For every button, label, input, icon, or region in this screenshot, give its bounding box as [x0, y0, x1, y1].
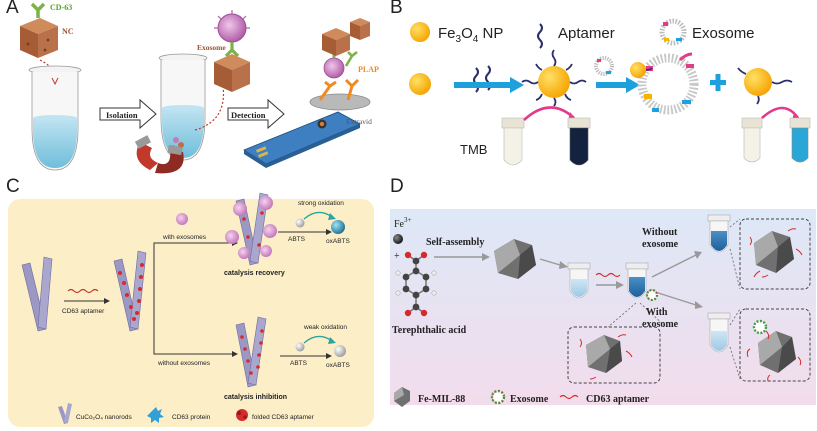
exosome-c-small [176, 213, 188, 225]
bare-nanorods [21, 256, 53, 332]
oxabts-top-label: oxABTS [326, 238, 351, 245]
magnet-icon [134, 135, 184, 174]
legend-mil88-icon [394, 387, 410, 407]
plus-icon [710, 74, 726, 91]
aptamer-label: Aptamer [558, 25, 615, 42]
without-exosomes-label: without exosomes [157, 360, 211, 367]
catalysis-recovery-label: catalysis recovery [224, 270, 285, 277]
with-exosomes-label: with exosomes [162, 234, 207, 241]
exosome-np-complex [630, 52, 699, 115]
panel-c-diagram: CD63 aptamer with exosomes without exoso… [8, 192, 374, 427]
with-exosome-label-1: With [646, 307, 668, 318]
without-exosome-label-2: exosome [642, 239, 679, 250]
fe3o4-np-icon [410, 22, 430, 42]
arrow-1 [454, 77, 524, 93]
nc-label: NC [62, 27, 74, 36]
detection-label: Detection [231, 110, 266, 120]
fe3o4-label: Fe3O4 NP [438, 25, 503, 45]
weak-oxidation-label: weak oxidation [303, 324, 347, 331]
exosome-label-a: Exosome [197, 43, 226, 52]
without-exosome-label-1: Without [642, 227, 678, 238]
catalysis-inhibition-label: catalysis inhibition [224, 394, 287, 401]
detection-arrow [227, 98, 285, 130]
cd63-label: CD-63 [50, 3, 72, 12]
panel-a-diagram: CD-63 NC Isolation [20, 2, 379, 174]
legend-nanorods-icon [58, 403, 72, 424]
plus-label-d: + [394, 251, 400, 262]
zoom-box-mil88 [567, 326, 661, 384]
tube-d-1 [567, 262, 591, 299]
panel-letter-c: C [6, 176, 20, 197]
legend-aptamer-label-d: CD63 aptamer [586, 394, 650, 405]
fe-label: Fe3+ [394, 216, 412, 230]
tube-2 [158, 53, 208, 161]
extravid-label: Extravid [346, 117, 372, 126]
arrow-2 [596, 77, 640, 93]
legend-protein-label: CD63 protein [172, 414, 211, 421]
nanocube-with-cd63 [20, 2, 58, 58]
zoom-box-with [739, 308, 811, 382]
isolation-label: Isolation [106, 110, 138, 120]
aptamer-icon [537, 23, 543, 49]
legend-exosome-icon [490, 389, 506, 405]
legend-aptamer-icon [236, 409, 248, 421]
oxabts-ball-bottom [334, 345, 346, 357]
legend-exosome-label: Exosome [510, 394, 549, 405]
abts-ball-bottom [295, 342, 305, 352]
detection-complex [309, 18, 371, 111]
tmb-label: TMB [460, 142, 487, 157]
fe-ion-ball [393, 234, 403, 244]
legend-aptamer-wave [559, 394, 579, 400]
panel-c-background [8, 199, 374, 427]
abts-top-label: ABTS [288, 236, 306, 243]
mil88-crystal [494, 239, 536, 279]
exosome-label-b: Exosome [692, 25, 755, 42]
cd63-aptamer-label: CD63 aptamer [62, 308, 105, 315]
panel-d-diagram: Fe3+ + Terephthalic acid Self-assembly [390, 209, 816, 407]
legend-mil88-label: Fe-MIL-88 [418, 394, 465, 405]
terephthalic-label: Terephthalic acid [392, 325, 467, 336]
fe3o4-np [409, 73, 431, 95]
np-with-aptamers [521, 49, 587, 107]
vial-dark-blue [567, 117, 591, 166]
vial-colorless-2 [741, 117, 763, 163]
exosome-legend-icon [659, 18, 687, 46]
oxabts-ball-top [331, 220, 345, 234]
inhibition-nanorods [235, 316, 267, 388]
legend-aptamer-label: folded CD63 aptamer [252, 414, 315, 421]
panel-letter-a: A [6, 0, 19, 18]
panel-d-background [390, 209, 816, 405]
legend-nanorods-label: CuCo₂O₄ nanorods [76, 414, 133, 421]
recovery-nanorods [225, 192, 277, 266]
exosome-cube-complex [214, 10, 250, 92]
electrode-strip [243, 111, 361, 168]
zoom-box-without [739, 218, 811, 290]
abts-ball-top [295, 218, 305, 228]
plap-label: PLAP [358, 65, 379, 74]
isolation-arrow [99, 98, 157, 130]
legend-protein-icon [147, 407, 164, 423]
with-exosome-label-2: exosome [642, 319, 679, 330]
strong-oxidation-label: strong oxidation [298, 200, 344, 207]
abts-bottom-label: ABTS [290, 360, 308, 367]
curve-arrow-2 [761, 106, 800, 119]
vial-colorless-1 [501, 117, 525, 166]
curve-arrow-1 [523, 106, 575, 121]
exosome-small [594, 56, 614, 76]
tube-d-without [707, 214, 731, 253]
vial-light-blue [789, 117, 811, 163]
tube-1 [28, 65, 82, 171]
tube-d-2 [625, 262, 649, 299]
panel-letter-d: D [390, 176, 404, 197]
np-free [737, 67, 793, 105]
exosome-d-small [645, 288, 659, 302]
panel-b-diagram: Fe3O4 NP Aptamer Exosome TMB [409, 18, 811, 166]
self-assembly-label: Self-assembly [426, 237, 484, 248]
panel-letter-b: B [390, 0, 403, 18]
tube-d-with [707, 312, 731, 353]
oxabts-bottom-label: oxABTS [326, 362, 351, 369]
aptamer-nanorods [113, 250, 147, 332]
